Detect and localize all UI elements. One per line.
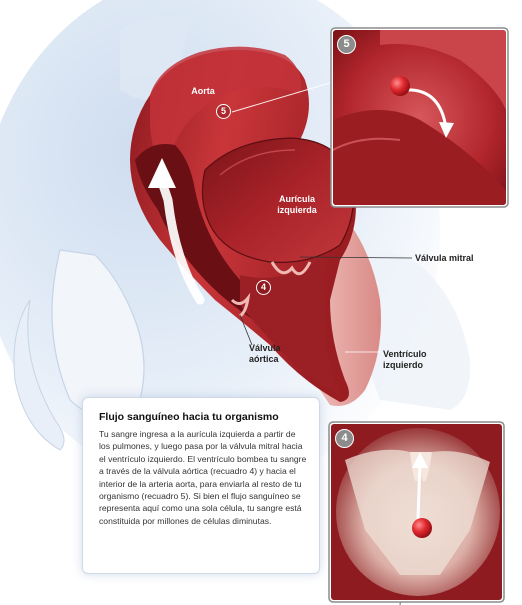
mitral-valve (270, 261, 312, 276)
label-aorta: Aorta (191, 86, 215, 96)
info-box-body: Tu sangre ingresa a la aurícula izquierd… (99, 429, 307, 526)
inset-aortic-valve-closeup (328, 421, 505, 603)
blood-flow-arrowhead (148, 158, 176, 188)
pericardium-edge (13, 299, 65, 451)
blood-cell-inset4 (412, 518, 432, 538)
info-box-title: Flujo sanguíneo hacia tu organismo (99, 411, 279, 423)
label-ventricle-line1: Ventrículo (383, 349, 427, 359)
inset-aorta-closeup (330, 27, 509, 208)
label-atrium-line2: izquierda (277, 205, 317, 215)
label-aortic-valve-line2: aórtica (249, 354, 279, 364)
blood-flow-arrow (157, 177, 205, 305)
aortic-channel (135, 144, 290, 330)
info-box: Flujo sanguíneo hacia tu organismo Tu sa… (82, 397, 320, 574)
label-aortic-valve-line1: Válvula (249, 343, 281, 353)
inset-number-4: 4 (335, 429, 354, 448)
aortic-valve (230, 292, 251, 318)
blood-cell (390, 76, 410, 96)
label-ventricle-line2: izquierdo (383, 360, 423, 370)
label-atrium-line1: Aurícula (278, 194, 315, 204)
marker-4: 4 (256, 280, 271, 295)
marker-5: 5 (216, 104, 231, 119)
aorta (150, 46, 301, 175)
left-atrium (201, 137, 355, 263)
label-mitral-valve: Válvula mitral (415, 253, 474, 263)
inset-number-5: 5 (337, 35, 356, 54)
